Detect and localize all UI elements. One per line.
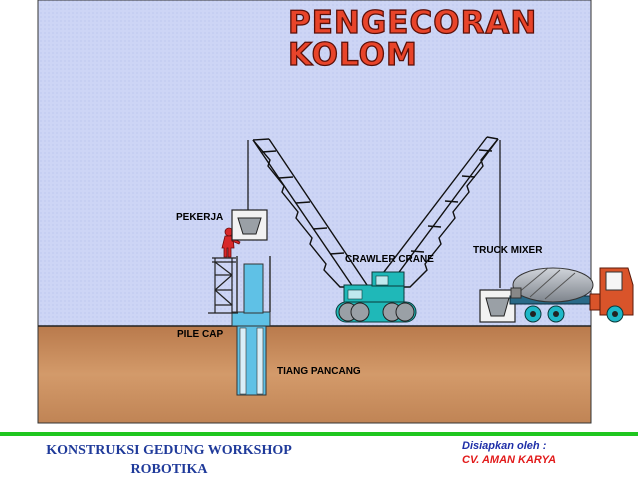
- worker-figure: [221, 227, 241, 258]
- sky-background: [37, 0, 592, 327]
- title-line-2: KOLOM: [287, 37, 418, 73]
- footer-project-title-line-2: ROBOTIKA: [130, 462, 208, 477]
- label-pekerja: PEKERJA: [176, 212, 224, 223]
- label-truck-mixer: TRUCK MIXER: [473, 245, 543, 256]
- column-kolom: [236, 256, 271, 314]
- footer-prepared-by: Disiapkan oleh :: [462, 440, 547, 452]
- crawler-crane-body: [335, 271, 417, 323]
- label-crawler-crane: CRAWLER CRANE: [345, 254, 434, 265]
- label-tiang-pancang: TIANG PANCANG: [277, 366, 361, 377]
- title-line-1: PENGECORAN: [287, 5, 538, 41]
- truck-mixer: [509, 267, 634, 323]
- crane-left-boom: [252, 138, 368, 288]
- scaffold: [208, 257, 238, 314]
- left-concrete-bucket: [231, 209, 268, 241]
- tiang-pancang-piles: [236, 322, 267, 396]
- green-divider-bar: [0, 432, 638, 436]
- ground-soil: [37, 325, 592, 424]
- footer-project-title-line-1: KONSTRUKSI GEDUNG WORKSHOP: [46, 443, 292, 458]
- crane-right-boom: [373, 136, 499, 288]
- footer-company-name: CV. AMAN KARYA: [462, 454, 557, 466]
- label-pile-cap: PILE CAP: [177, 329, 224, 340]
- pile-cap-block: [231, 311, 271, 327]
- right-concrete-bucket: [479, 289, 516, 323]
